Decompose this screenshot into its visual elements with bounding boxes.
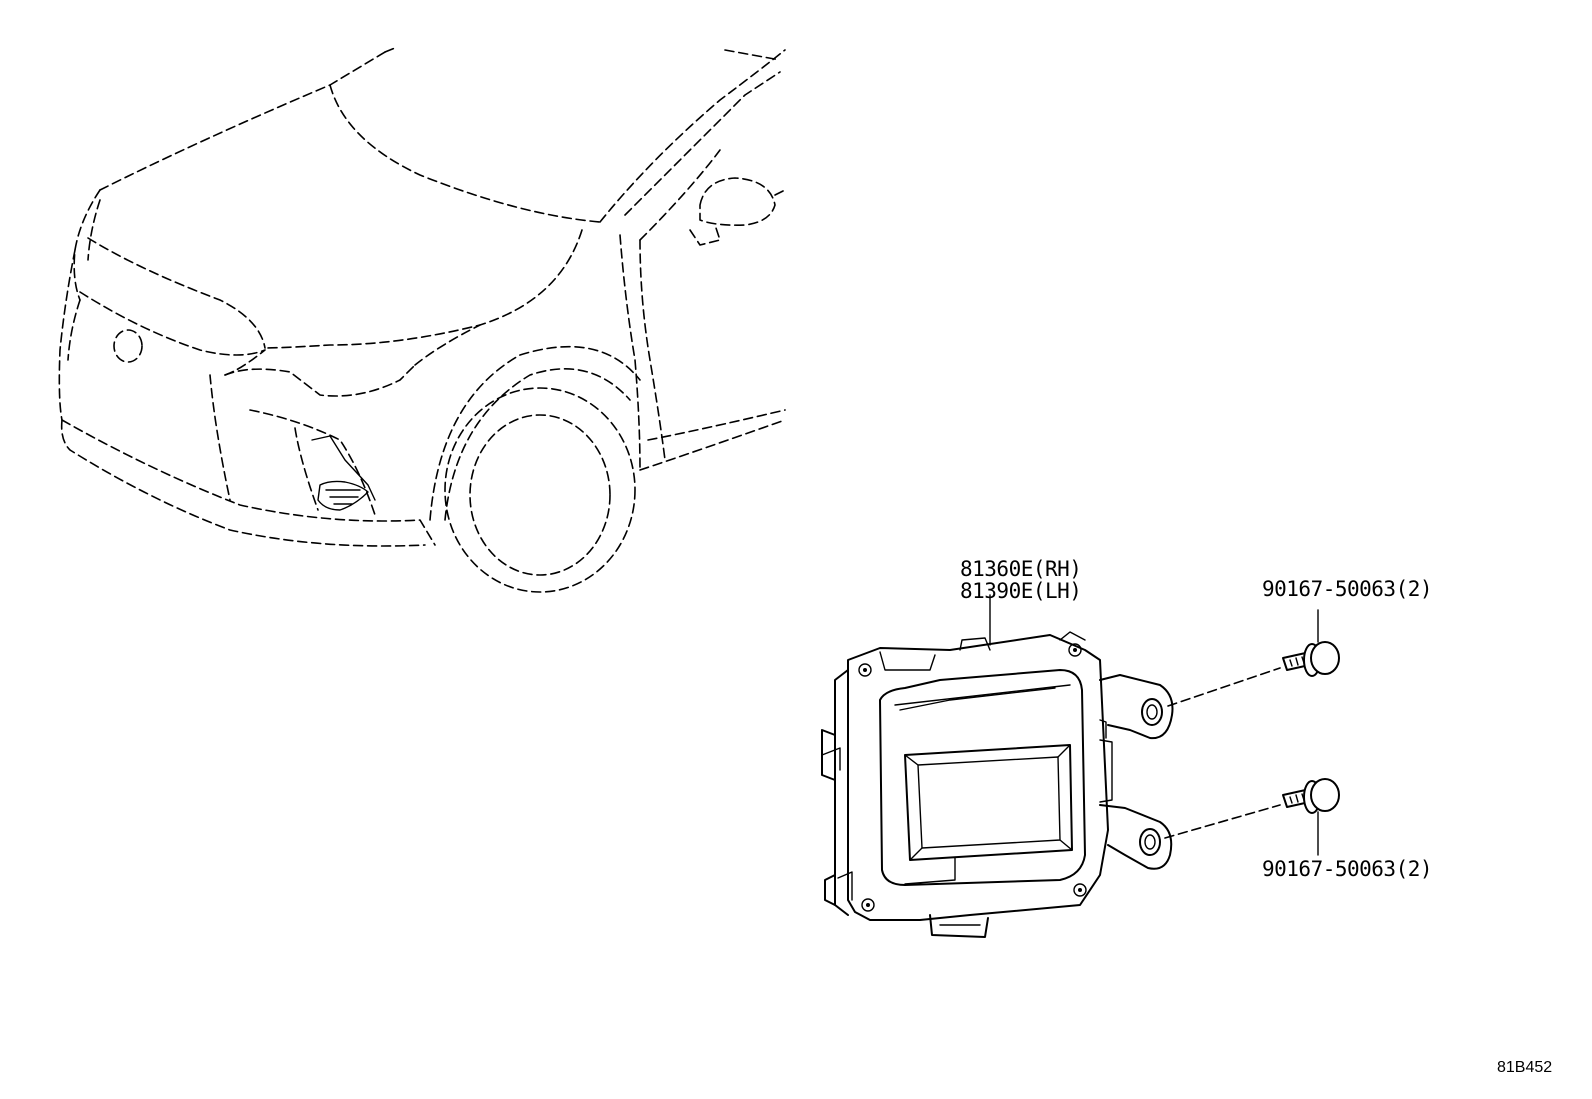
- assembly-line-lower: [1164, 804, 1281, 839]
- bolt-upper: [1282, 641, 1340, 677]
- reference-code: 81B452: [1497, 1059, 1552, 1076]
- label-module-rh: 81360E(RH): [960, 557, 1081, 581]
- vehicle-front-outline: [58, 47, 786, 593]
- label-bolt-upper: 90167-50063(2): [1262, 577, 1432, 601]
- label-bolt-lower: 90167-50063(2): [1262, 857, 1432, 881]
- sensor-module: [821, 631, 1174, 938]
- bolt-lower: [1282, 778, 1340, 814]
- label-module-lh: 81390E(LH): [960, 579, 1081, 603]
- assembly-line-upper: [1167, 667, 1281, 707]
